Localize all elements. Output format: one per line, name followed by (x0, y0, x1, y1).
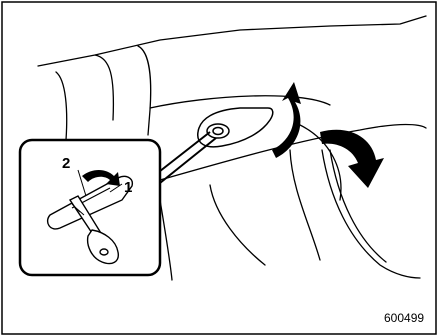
detail-inset (20, 140, 160, 275)
callout-marker-2: 2 (62, 155, 70, 172)
callout-marker-1: 1 (124, 179, 132, 196)
figure-code: 600499 (384, 311, 424, 325)
handle-keyhole (213, 128, 223, 135)
